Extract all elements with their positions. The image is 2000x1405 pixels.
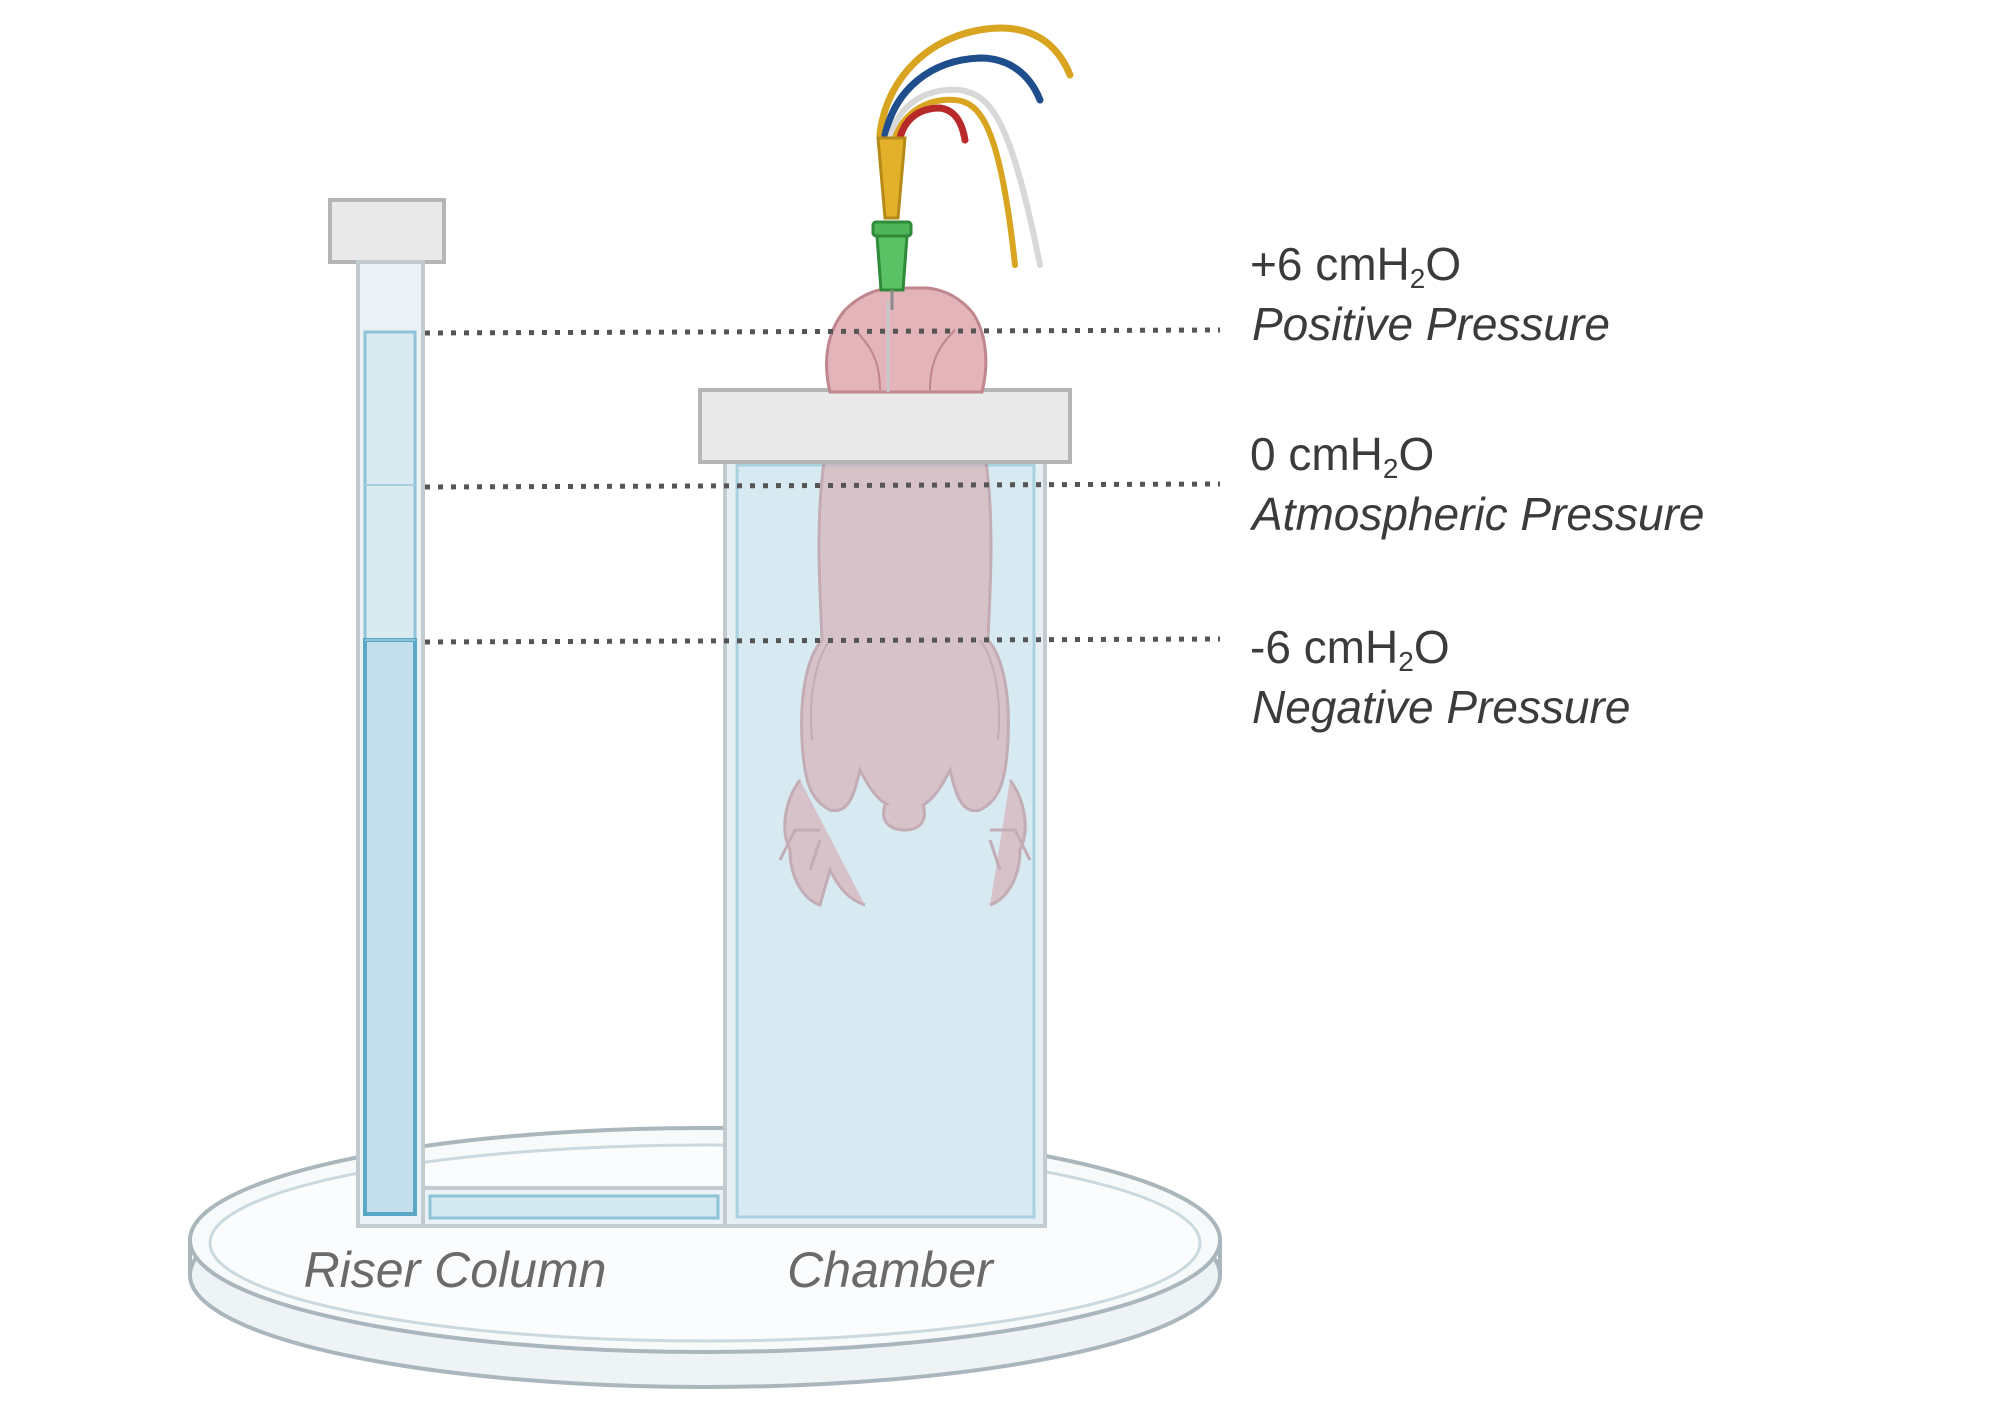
pressure-reference-lines — [424, 327, 1221, 645]
mouse-head — [825, 286, 988, 394]
pressure-label-positive: +6 cmH2O Positive Pressure — [1250, 238, 1610, 350]
negative-pressure-line — [424, 636, 1221, 645]
svg-text:Negative Pressure: Negative Pressure — [1252, 681, 1630, 733]
riser-column — [328, 198, 446, 1228]
pressure-label-atmospheric: 0 cmH2O Atmospheric Pressure — [1249, 428, 1705, 540]
mouse-body — [778, 453, 1032, 907]
svg-text:-6 cmH2O: -6 cmH2O — [1250, 621, 1450, 677]
riser-column-label: Riser Column — [304, 1242, 607, 1298]
chamber-label: Chamber — [787, 1242, 995, 1298]
positive-pressure-line — [424, 327, 1221, 336]
svg-text:0 cmH2O: 0 cmH2O — [1250, 428, 1434, 484]
connector-tube — [421, 1186, 727, 1228]
svg-text:Positive Pressure: Positive Pressure — [1252, 298, 1610, 350]
electrode-wires — [876, 24, 1074, 268]
svg-text:+6 cmH2O: +6 cmH2O — [1250, 238, 1461, 294]
atmospheric-pressure-line — [424, 481, 1221, 490]
pressure-label-negative: -6 cmH2O Negative Pressure — [1250, 621, 1630, 733]
needle-hub — [871, 136, 913, 310]
svg-text:Atmospheric Pressure: Atmospheric Pressure — [1249, 488, 1705, 540]
chamber-lid — [698, 388, 1072, 464]
riser-cap — [328, 198, 446, 264]
riser-liquid — [363, 638, 417, 1216]
